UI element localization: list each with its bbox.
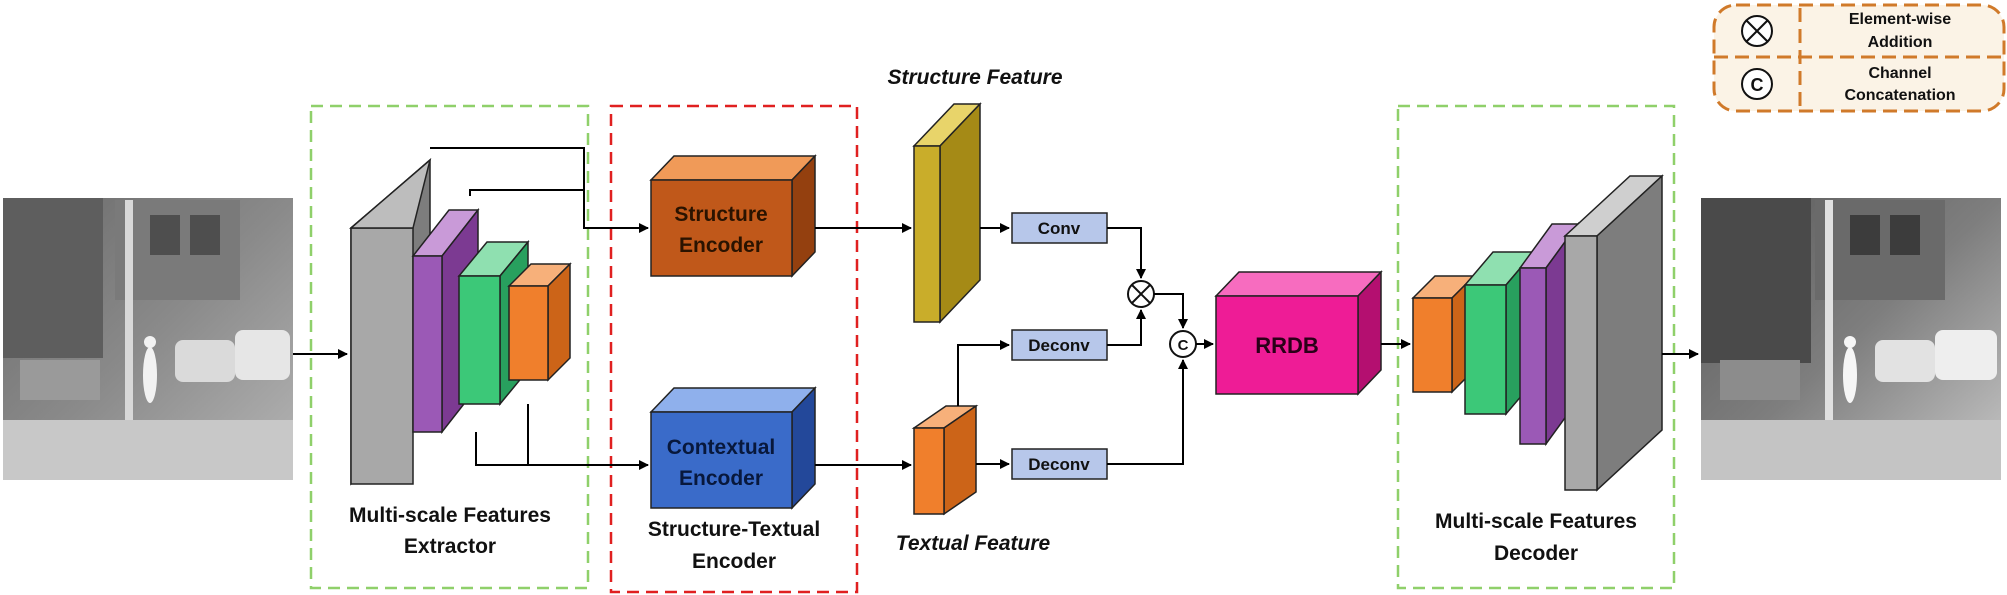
encoder-group-label-2: Encoder bbox=[692, 550, 776, 573]
structure-feature-label: Structure Feature bbox=[887, 66, 1062, 89]
element-wise-addition-node bbox=[1127, 280, 1155, 308]
deconv-bottom-box: Deconv bbox=[1011, 448, 1108, 480]
extractor-label-1: Multi-scale Features bbox=[349, 504, 551, 527]
concatenation-node: C bbox=[1169, 330, 1197, 358]
encoder-dashed-box bbox=[609, 104, 859, 594]
rrdb-label: RRDB bbox=[1255, 333, 1319, 358]
legend-element-wise-line1: Element-wise bbox=[1849, 11, 1951, 28]
deconv-bottom-label: Deconv bbox=[1028, 455, 1090, 474]
structure-feature-map bbox=[912, 102, 982, 324]
legend: C Element-wise Addition Channel Concaten… bbox=[1712, 3, 2006, 113]
rrdb-block: RRDB bbox=[1214, 270, 1383, 396]
conv-box: Conv bbox=[1011, 212, 1108, 244]
textual-feature-label: Textual Feature bbox=[896, 532, 1051, 555]
deconv-top-box: Deconv bbox=[1011, 329, 1108, 361]
connector-lines bbox=[293, 147, 1699, 470]
decoder-dashed-box bbox=[1396, 104, 1676, 590]
concatenation-node-symbol: C bbox=[1178, 337, 1189, 354]
encoder-group-label-1: Structure-Textual bbox=[648, 518, 820, 541]
input-thermal-image bbox=[3, 198, 293, 480]
legend-concat-symbol: C bbox=[1751, 75, 1764, 95]
deconv-top-label: Deconv bbox=[1028, 336, 1090, 355]
structure-encoder-label-2: Encoder bbox=[679, 234, 763, 257]
legend-channel-line2: Concatenation bbox=[1844, 87, 1955, 104]
structure-encoder-label-1: Structure bbox=[674, 203, 767, 226]
decoder-gray-block bbox=[1563, 174, 1664, 492]
extractor-label-2: Extractor bbox=[404, 535, 496, 558]
legend-concatenation-icon: C bbox=[1741, 68, 1773, 100]
structure-encoder-block: Structure Encoder bbox=[649, 154, 817, 278]
decoder-label-2: Decoder bbox=[1494, 542, 1578, 565]
extractor-orange-block bbox=[507, 262, 572, 382]
output-thermal-image bbox=[1701, 198, 2001, 480]
conv-label: Conv bbox=[1038, 219, 1081, 238]
legend-channel-line1: Channel bbox=[1868, 65, 1931, 82]
contextual-encoder-label-2: Encoder bbox=[679, 467, 763, 490]
textual-feature-map bbox=[911, 404, 979, 516]
legend-element-wise-icon bbox=[1741, 15, 1773, 47]
contextual-encoder-label-1: Contextual bbox=[667, 436, 776, 459]
legend-element-wise-line2: Addition bbox=[1868, 34, 1933, 51]
contextual-encoder-block: Contextual Encoder bbox=[649, 386, 817, 510]
decoder-label-1: Multi-scale Features bbox=[1435, 510, 1637, 533]
extractor-dashed-box bbox=[309, 104, 590, 590]
